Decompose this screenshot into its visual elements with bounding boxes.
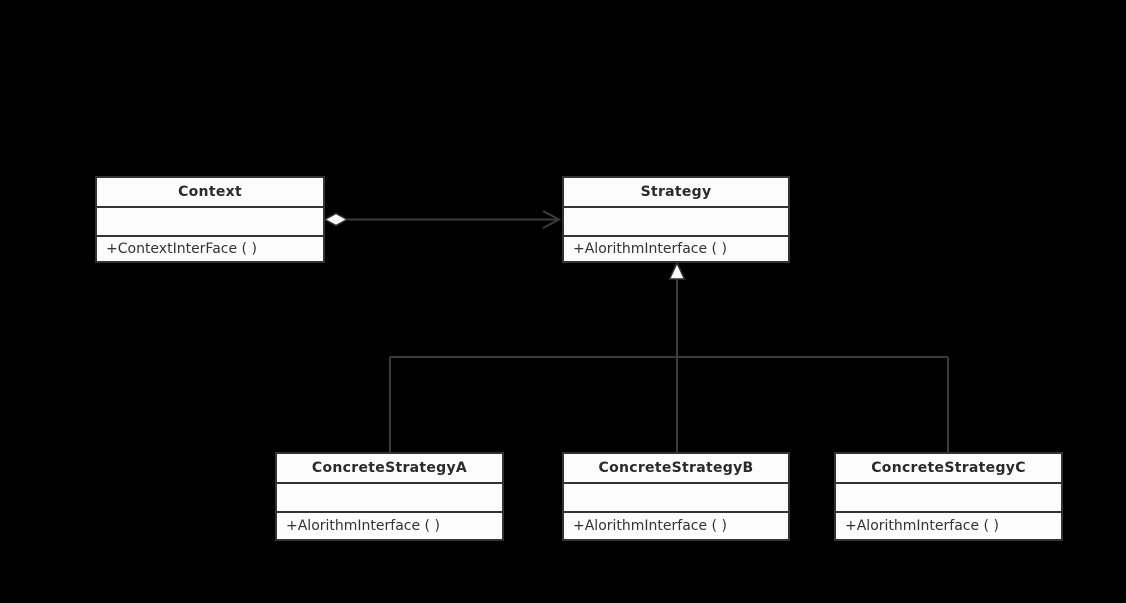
class-attributes [564, 484, 788, 513]
class-attributes [277, 484, 502, 513]
open-arrowhead-icon [542, 210, 562, 229]
class-title: Context [97, 178, 323, 208]
class-attributes [836, 484, 1061, 513]
association-context-strategy [323, 210, 562, 229]
inheritance-connectors [389, 261, 949, 452]
class-method-label: +AlorithmInterface ( ) [286, 518, 440, 534]
class-box-strategy: Strategy +AlorithmInterface ( ) [562, 176, 790, 263]
class-method-label: +AlorithmInterface ( ) [573, 518, 727, 534]
class-title: ConcreteStrategyB [564, 454, 788, 484]
class-title: ConcreteStrategyC [836, 454, 1061, 484]
hollow-triangle-marker-icon [668, 261, 686, 280]
class-title: Strategy [564, 178, 788, 208]
class-box-context: Context +ContextInterFace ( ) [95, 176, 325, 263]
class-attributes [564, 208, 788, 237]
class-box-concrete-strategy-b: ConcreteStrategyB +AlorithmInterface ( ) [562, 452, 790, 541]
class-method-label: +AlorithmInterface ( ) [573, 241, 727, 257]
hollow-diamond-marker-icon [323, 212, 349, 227]
class-box-concrete-strategy-a: ConcreteStrategyA +AlorithmInterface ( ) [275, 452, 504, 541]
class-attributes [97, 208, 323, 237]
class-method-label: +ContextInterFace ( ) [106, 241, 257, 257]
class-box-concrete-strategy-c: ConcreteStrategyC +AlorithmInterface ( ) [834, 452, 1063, 541]
class-method-label: +AlorithmInterface ( ) [845, 518, 999, 534]
class-title: ConcreteStrategyA [277, 454, 502, 484]
